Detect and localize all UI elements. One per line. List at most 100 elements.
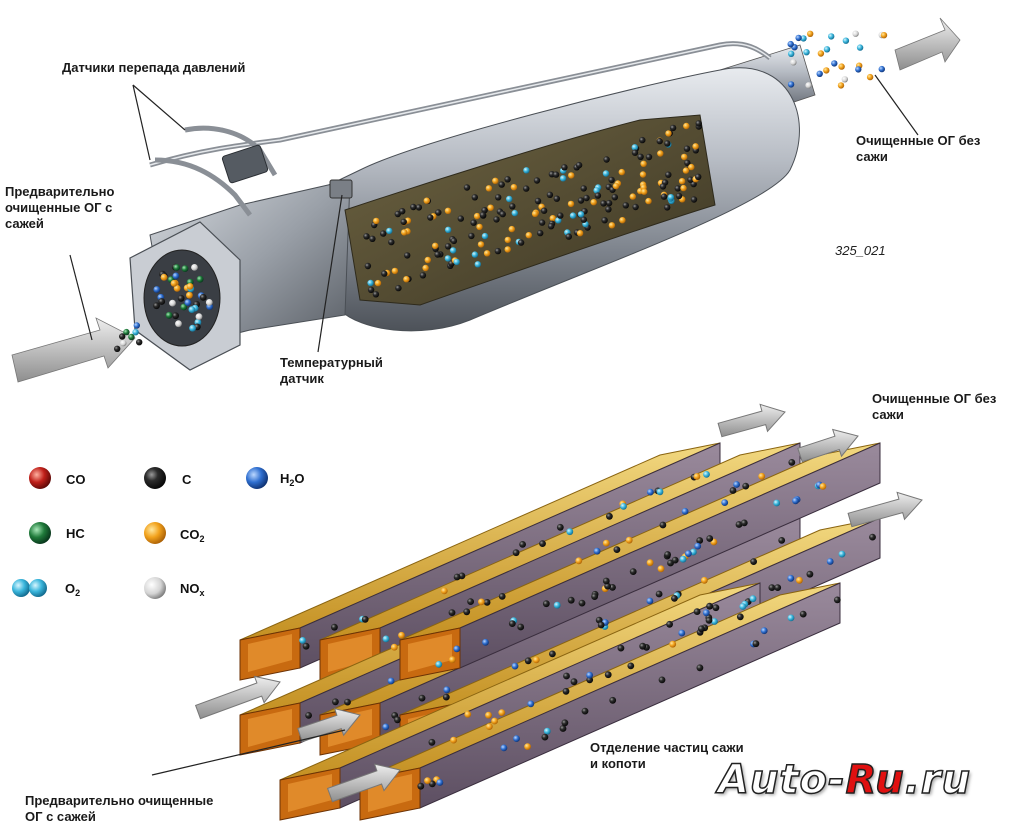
soot-particle — [590, 199, 597, 206]
channel-particle — [606, 512, 613, 520]
legend-h2o-label: H2O — [280, 470, 305, 488]
channel-particle — [602, 577, 610, 585]
channel-particle — [656, 488, 664, 496]
inlet-particle — [158, 298, 166, 305]
channel-particle — [806, 570, 814, 578]
soot-particle — [567, 200, 575, 208]
channel-particle — [701, 576, 708, 584]
soot-particle — [391, 267, 399, 275]
channel-particle — [625, 536, 633, 544]
soot-particle — [474, 261, 481, 268]
channel-particle — [698, 625, 705, 633]
channel-particle — [613, 546, 621, 553]
channel-particle — [705, 617, 713, 624]
soot-particle — [549, 215, 556, 222]
soot-particle — [410, 203, 417, 211]
channel-particle — [655, 590, 663, 598]
channel-particle — [578, 599, 586, 607]
outlet-particle — [800, 35, 807, 42]
outlet-particle — [838, 63, 845, 70]
channel-particle — [344, 698, 351, 706]
soot-particle — [583, 194, 590, 202]
soot-particle — [404, 252, 411, 259]
soot-particle — [401, 229, 408, 236]
inlet-particle — [170, 279, 178, 287]
label-pressure-sensors: Датчики перепада давлений — [62, 60, 246, 75]
channel-particle — [629, 568, 637, 575]
soot-particle — [629, 193, 636, 200]
channel-particle — [768, 584, 776, 591]
channel-particle — [542, 600, 550, 608]
inlet-particle — [180, 303, 188, 311]
channel-particle — [575, 557, 583, 565]
soot-particle — [695, 120, 702, 127]
soot-particle — [561, 164, 568, 171]
channel-particle — [511, 662, 519, 670]
soot-particle — [669, 124, 677, 132]
channel-end-cap-inner — [288, 774, 332, 812]
channel-particle — [706, 602, 713, 610]
leader-temp — [317, 194, 343, 353]
soot-particle — [565, 233, 572, 240]
inlet-particle — [189, 324, 197, 332]
channel-particle — [512, 549, 520, 557]
label-pre-cleaned-top: Предварительно очищенные ОГ с сажей — [5, 184, 115, 231]
channel-particle — [485, 711, 492, 719]
channel-particle — [627, 662, 635, 670]
channel-particle — [539, 540, 546, 547]
channel-particle — [443, 686, 451, 694]
legend-co2-label: CO2 — [180, 526, 205, 544]
outlet-particle — [787, 81, 795, 88]
outlet-particle — [788, 50, 795, 57]
channel-particle — [657, 565, 665, 573]
soot-particle — [580, 185, 587, 192]
inlet-particle — [123, 328, 130, 336]
channel-particle — [527, 700, 535, 708]
pressure-sensor-tube-1-hl — [149, 43, 771, 166]
channel-particle — [553, 601, 561, 609]
soot-particle — [399, 208, 406, 215]
inflow-arrow — [194, 675, 281, 720]
soot-particle — [423, 197, 430, 204]
soot-particle — [499, 210, 506, 218]
channel-particle — [394, 716, 401, 724]
outlet-particle — [807, 30, 814, 37]
soot-particle — [553, 195, 560, 202]
soot-particle — [557, 212, 564, 219]
outlet-particle — [831, 60, 838, 67]
label-soot-separation: Отделение частиц сажи и копоти — [590, 740, 744, 771]
soot-particle — [559, 175, 567, 182]
channel-particle — [758, 472, 766, 480]
soot-particle — [639, 171, 647, 178]
o2-molecule-icon — [12, 579, 30, 597]
channel-particle — [464, 711, 472, 718]
outlet-arrow — [894, 17, 961, 71]
soot-particle — [483, 250, 491, 257]
soot-particle — [594, 192, 602, 199]
soot-particle — [487, 204, 494, 211]
channel-particle — [721, 499, 729, 506]
soot-particle — [435, 209, 442, 216]
channel-particle — [382, 723, 390, 731]
inlet-particle — [132, 329, 139, 336]
outlet-particle — [856, 44, 864, 51]
soot-particle — [602, 170, 610, 177]
soot-particle — [681, 153, 688, 161]
soot-particle — [374, 279, 382, 287]
soot-particle — [453, 258, 460, 266]
soot-particle — [547, 223, 555, 230]
soot-particle — [449, 247, 457, 254]
channel-particle — [398, 631, 405, 639]
channel-particle — [478, 598, 485, 606]
inlet-particles — [114, 263, 214, 352]
soot-particle — [381, 270, 388, 277]
soot-particle — [675, 192, 683, 200]
legend-hc-label: HC — [66, 525, 85, 541]
outlet-particle — [805, 82, 812, 89]
inlet-particle — [173, 264, 181, 271]
channel-particle — [517, 623, 525, 631]
soot-particle — [422, 264, 429, 272]
soot-particle — [523, 185, 530, 192]
channel-particle — [788, 459, 796, 466]
